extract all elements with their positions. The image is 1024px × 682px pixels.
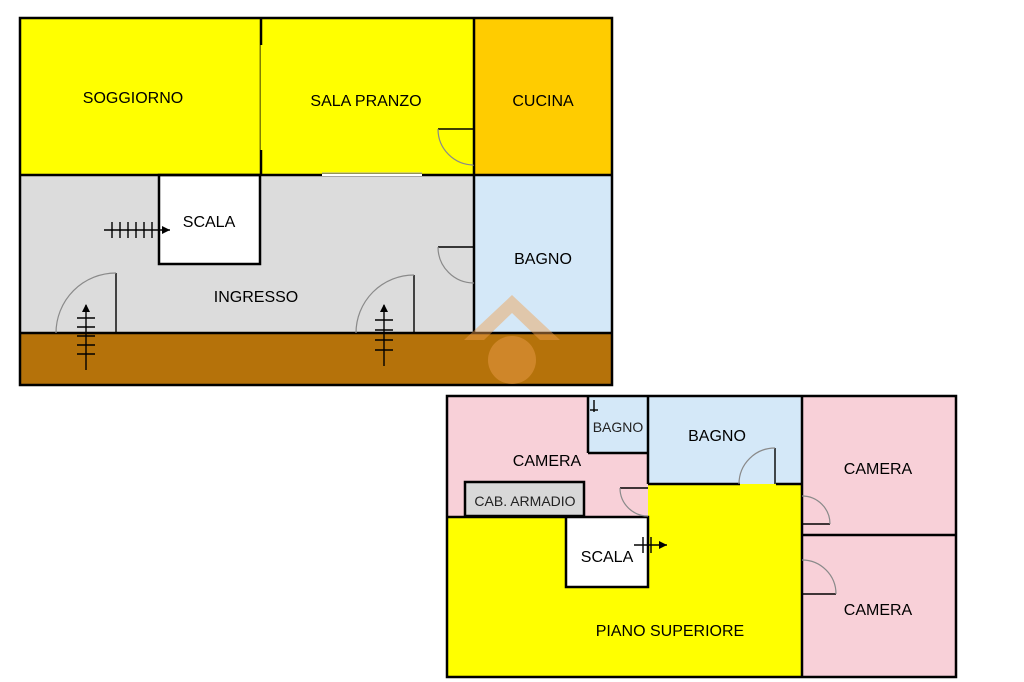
door-swing-icon [55,272,117,334]
door-swing-icon [738,447,776,485]
upper-floor: CAMERA BAGNO BAGNO CAMERA CAB. ARMADIO S… [445,394,958,679]
room-bagno-upper [648,396,802,484]
label-cab-armadio: CAB. ARMADIO [474,493,575,509]
room-bagno-small [588,396,648,453]
label-soggiorno: SOGGIORNO [83,90,183,107]
label-scala-ground: SCALA [183,214,236,231]
upper-outer-wall [445,394,958,679]
ground-outer-wall [18,16,614,387]
door-swing-icon [355,274,415,334]
label-cucina: CUCINA [512,93,574,110]
stair-arrow-icon [634,537,667,553]
room-camera-right-bottom [802,535,956,677]
watermark-logo [464,295,560,384]
label-bagno-small: BAGNO [593,419,644,435]
label-camera-right-bottom: CAMERA [844,602,913,619]
stair-arrow-icon [77,304,95,370]
room-cucina [474,18,612,175]
label-bagno-ground: BAGNO [514,251,572,268]
room-cab-armadio [465,482,584,516]
balcony [20,333,612,385]
scala-upper-wall [564,515,650,589]
door-swing-icon [437,246,475,284]
label-ingresso: INGRESSO [214,289,298,306]
label-camera-right-top: CAMERA [844,461,913,478]
door-swing-icon [801,495,831,525]
room-sala-pranzo [261,18,474,175]
label-camera-left: CAMERA [513,453,582,470]
label-bagno-upper: BAGNO [688,428,746,445]
cab-armadio-wall [463,480,586,518]
room-scala-ground [159,175,260,264]
door-swing-icon [619,487,649,517]
ground-floor: SOGGIORNO SALA PRANZO CUCINA SCALA BAGNO… [18,16,614,387]
door-swing-icon [437,128,475,166]
label-sala-pranzo: SALA PRANZO [310,93,421,110]
scala-wall [157,173,262,266]
stair-arrow-icon [104,222,170,238]
room-soggiorno [20,18,261,175]
door-swing-icon [590,400,598,412]
label-scala-upper: SCALA [581,549,634,566]
stair-arrow-icon [375,304,393,366]
label-piano-superiore: PIANO SUPERIORE [596,623,744,640]
room-bagno-ground [474,175,612,333]
room-scala-upper [566,517,648,587]
door-swing-icon [801,559,837,595]
